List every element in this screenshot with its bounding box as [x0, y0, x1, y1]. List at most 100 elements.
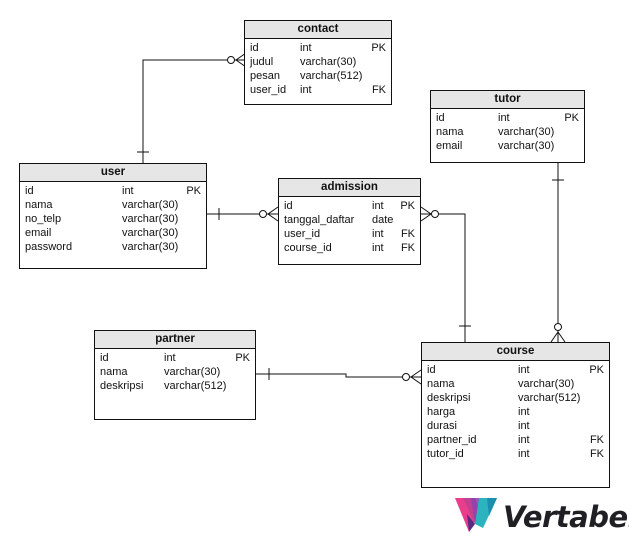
- column-type: int: [518, 420, 530, 432]
- column-name: deskripsi: [100, 380, 144, 392]
- column-row[interactable]: course_id int FK: [279, 241, 420, 255]
- column-type: varchar(30): [300, 56, 357, 68]
- rel-course-admission: [421, 213, 466, 342]
- column-name: pesan: [250, 70, 280, 82]
- column-type: int: [518, 434, 530, 446]
- column-row[interactable]: user_id int FK: [245, 83, 391, 97]
- column-type: int: [518, 406, 530, 418]
- column-name: tanggal_daftar: [284, 214, 355, 226]
- column-key: PK: [400, 200, 415, 212]
- column-type: varchar(30): [164, 366, 221, 378]
- column-row[interactable]: pesan varchar(512): [245, 69, 391, 83]
- column-row[interactable]: deskripsi varchar(512): [422, 391, 609, 405]
- crowfoot: [235, 52, 247, 68]
- column-name: id: [100, 352, 109, 364]
- column-type: int: [122, 185, 134, 197]
- column-name: user_id: [250, 84, 287, 96]
- table-title: admission: [279, 179, 420, 197]
- column-name: nama: [25, 199, 53, 211]
- column-row[interactable]: tanggal_daftar date: [279, 213, 420, 227]
- column-row[interactable]: id int PK: [20, 184, 206, 198]
- column-type: varchar(30): [498, 126, 555, 138]
- table-title: course: [422, 343, 609, 361]
- column-key: PK: [564, 112, 579, 124]
- column-type: varchar(512): [300, 70, 363, 82]
- crowfoot: [420, 206, 432, 222]
- column-row[interactable]: id int PK: [279, 199, 420, 213]
- column-name: user_id: [284, 228, 321, 240]
- column-type: int: [518, 364, 530, 376]
- column-row[interactable]: id int PK: [431, 111, 584, 125]
- column-type: varchar(512): [518, 392, 581, 404]
- column-key: FK: [371, 84, 386, 96]
- column-name: id: [25, 185, 34, 197]
- column-name: durasi: [427, 420, 457, 432]
- column-row[interactable]: password varchar(30): [20, 240, 206, 254]
- column-row[interactable]: nama varchar(30): [95, 365, 255, 379]
- column-name: partner_id: [427, 434, 477, 446]
- column-row[interactable]: tutor_id int FK: [422, 447, 609, 461]
- vertabelo-logo-text: Vertabelo: [503, 500, 629, 534]
- column-type: int: [372, 242, 384, 254]
- many-optional-circle: [259, 210, 267, 218]
- column-name: tutor_id: [427, 448, 464, 460]
- column-type: int: [498, 112, 510, 124]
- column-type: int: [518, 448, 530, 460]
- column-name: password: [25, 241, 73, 253]
- column-row[interactable]: id int PK: [95, 351, 255, 365]
- crowfoot: [410, 369, 422, 385]
- column-key: FK: [400, 228, 415, 240]
- many-optional-circle: [431, 210, 439, 218]
- column-type: int: [372, 200, 384, 212]
- column-type: varchar(30): [122, 241, 179, 253]
- column-type: int: [300, 84, 312, 96]
- column-key: FK: [589, 448, 604, 460]
- crowfoot: [550, 331, 566, 343]
- many-optional-circle: [554, 323, 562, 331]
- column-name: email: [436, 140, 463, 152]
- column-name: id: [436, 112, 445, 124]
- column-type: int: [164, 352, 176, 364]
- column-type: varchar(30): [122, 227, 179, 239]
- rel-user-contact: [142, 59, 246, 163]
- column-type: varchar(30): [122, 199, 179, 211]
- column-name: nama: [100, 366, 128, 378]
- column-type: varchar(30): [498, 140, 555, 152]
- column-name: course_id: [284, 242, 332, 254]
- crowfoot: [267, 206, 279, 222]
- column-name: deskripsi: [427, 392, 471, 404]
- column-row[interactable]: email varchar(30): [431, 139, 584, 153]
- column-type: varchar(30): [122, 213, 179, 225]
- column-name: id: [250, 42, 259, 54]
- column-key: FK: [400, 242, 415, 254]
- column-row[interactable]: nama varchar(30): [20, 198, 206, 212]
- column-name: id: [284, 200, 293, 212]
- column-key: PK: [235, 352, 250, 364]
- column-row[interactable]: email varchar(30): [20, 226, 206, 240]
- vertabelo-logo-icon: [455, 498, 497, 532]
- column-row[interactable]: durasi int: [422, 419, 609, 433]
- column-key: PK: [186, 185, 201, 197]
- table-title: user: [20, 164, 206, 182]
- column-name: email: [25, 227, 52, 239]
- table-title: contact: [245, 21, 391, 39]
- column-type: date: [372, 214, 394, 226]
- column-name: nama: [427, 378, 455, 390]
